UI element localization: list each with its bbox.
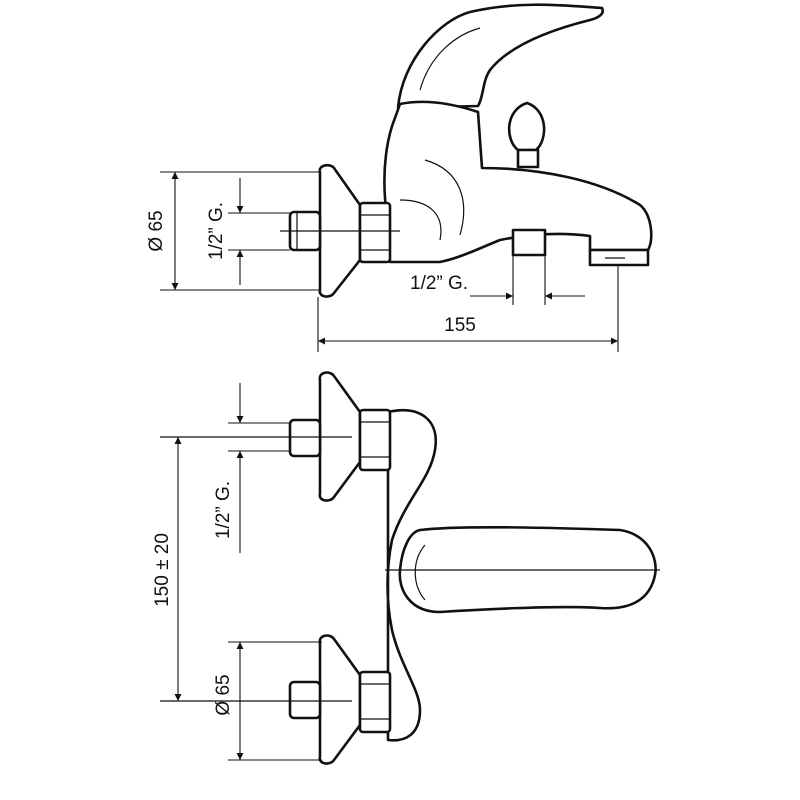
- front-view: 1/2” G. 150 ± 20 Ø 65: [152, 371, 660, 765]
- front-inlet-thread-label: 1/2” G.: [213, 481, 234, 539]
- front-flange-diameter-label: Ø 65: [213, 674, 234, 715]
- front-body: [386, 409, 438, 742]
- lower-inlet-nipple: [288, 680, 322, 720]
- side-flange-diameter-label: Ø 65: [146, 210, 167, 251]
- lower-wall-flange: [318, 634, 362, 765]
- outlet-connector: [511, 228, 547, 257]
- upper-hex-nut: [358, 408, 392, 472]
- overall-length-label: 155: [444, 315, 476, 336]
- hex-nut: [358, 201, 392, 264]
- lower-hex-nut: [358, 670, 392, 734]
- center-distance-label: 150 ± 20: [152, 533, 173, 607]
- side-view: Ø 65 1/2” G. 1/2” G. 155: [146, 3, 653, 352]
- outlet-thread-label: 1/2” G.: [410, 273, 468, 294]
- diverter-knob: [507, 101, 546, 152]
- upper-inlet-nipple: [288, 418, 322, 458]
- mixer-body: [383, 100, 653, 264]
- side-inlet-thread-label: 1/2” G.: [206, 202, 227, 260]
- lever-handle: [396, 3, 604, 110]
